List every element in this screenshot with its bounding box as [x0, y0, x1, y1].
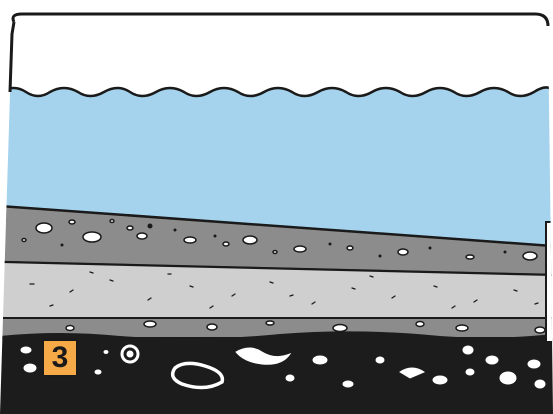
bedrock-pebbles — [20, 344, 546, 390]
frame-left-edge — [8, 21, 16, 93]
gravel-pebbles — [21, 218, 538, 261]
gravel-dots — [60, 223, 507, 258]
lower-gravel-layer — [0, 317, 553, 339]
frame-outline — [11, 12, 550, 27]
edge-post — [545, 221, 553, 343]
gravel-layer — [0, 204, 553, 277]
layer-number-label: 3 — [42, 339, 78, 377]
sand-layer — [0, 260, 553, 319]
layer-number-text: 3 — [51, 341, 69, 374]
sand-speckles — [29, 271, 539, 309]
lower-gravel-pebbles — [65, 320, 546, 334]
